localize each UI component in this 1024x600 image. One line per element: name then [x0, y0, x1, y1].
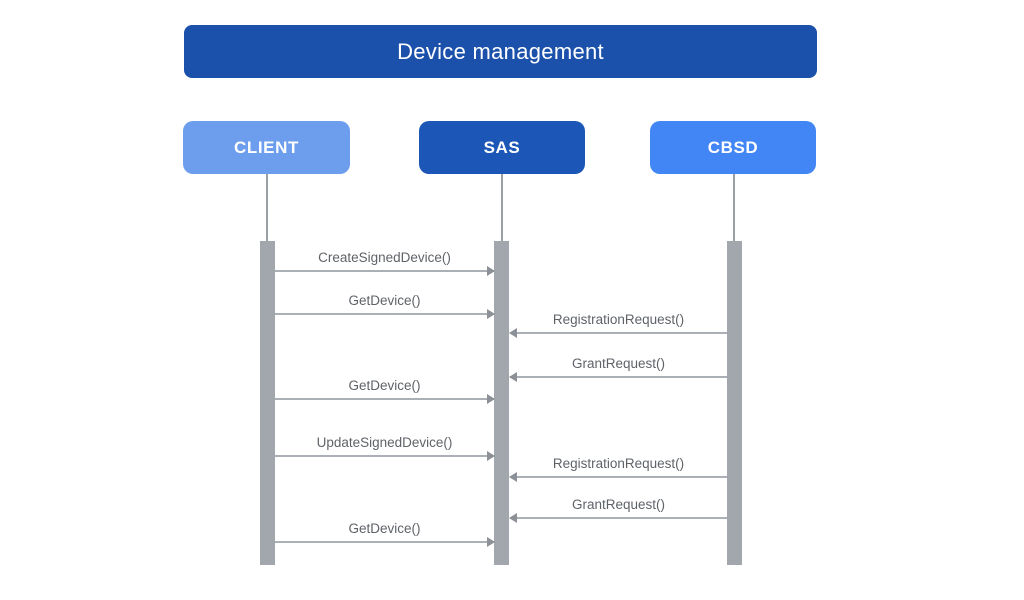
lifeline-client [266, 174, 268, 241]
message-create-signed-device: CreateSignedDevice() [275, 249, 495, 276]
message-label: GetDevice() [348, 521, 421, 536]
message-label: RegistrationRequest() [552, 312, 685, 327]
actor-box-client: CLIENT [183, 121, 350, 174]
arrow-left-icon [509, 372, 727, 382]
message-label: GetDevice() [348, 293, 421, 308]
message-label: UpdateSignedDevice() [316, 435, 453, 450]
arrow-right-icon [275, 266, 495, 276]
activation-bar-cbsd [727, 241, 742, 565]
activation-bar-sas [494, 241, 509, 565]
arrow-right-icon [275, 309, 495, 319]
arrow-left-icon [509, 328, 727, 338]
message-grant-request-1: GrantRequest() [509, 355, 727, 382]
arrow-left-icon [509, 472, 727, 482]
arrow-left-icon [509, 513, 727, 523]
message-label: GrantRequest() [571, 356, 666, 371]
activation-bar-client [260, 241, 275, 565]
message-label: CreateSignedDevice() [318, 250, 451, 265]
lifeline-cbsd [733, 174, 735, 241]
actor-box-sas: SAS [419, 121, 585, 174]
message-grant-request-2: GrantRequest() [509, 496, 727, 523]
arrow-right-icon [275, 451, 495, 461]
message-update-signed-device: UpdateSignedDevice() [275, 434, 495, 461]
message-registration-request-1: RegistrationRequest() [509, 311, 727, 338]
message-get-device-3: GetDevice() [275, 520, 495, 547]
message-label: GetDevice() [348, 378, 421, 393]
diagram-title: Device management [184, 25, 817, 78]
message-label: GrantRequest() [571, 497, 666, 512]
arrow-right-icon [275, 394, 495, 404]
lifeline-sas [501, 174, 503, 241]
message-label: RegistrationRequest() [552, 456, 685, 471]
actor-box-cbsd: CBSD [650, 121, 816, 174]
message-get-device-1: GetDevice() [275, 292, 495, 319]
message-get-device-2: GetDevice() [275, 377, 495, 404]
arrow-right-icon [275, 537, 495, 547]
message-registration-request-2: RegistrationRequest() [509, 455, 727, 482]
